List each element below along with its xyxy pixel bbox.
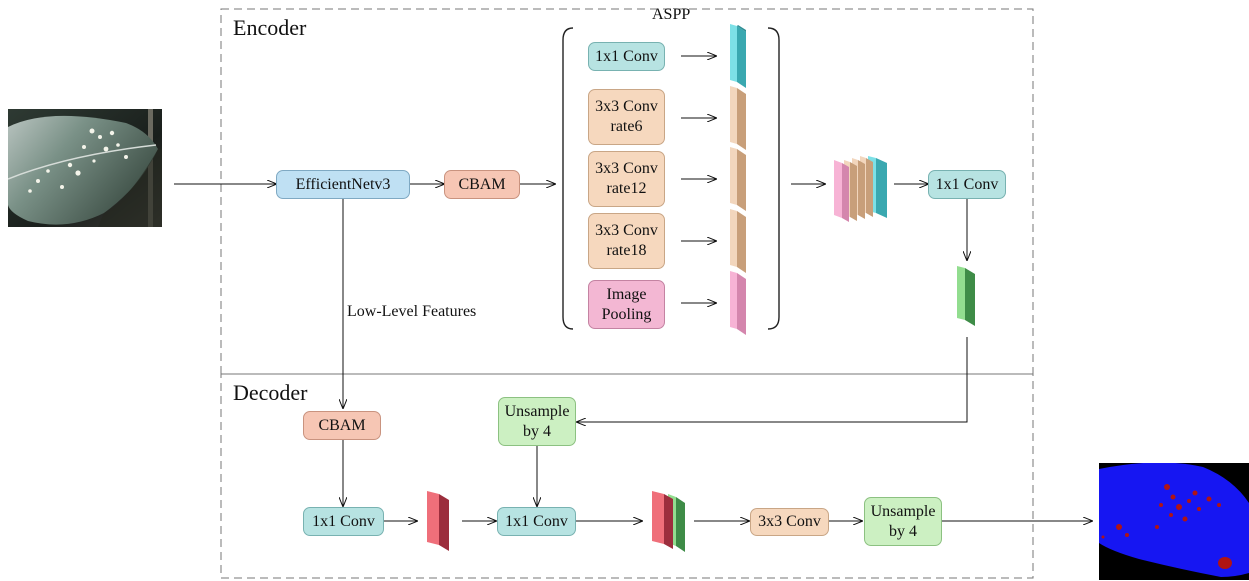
low-level-feature-map xyxy=(427,491,449,551)
decoder-frame xyxy=(220,373,1034,579)
aspp-pooling-label: Image Pooling xyxy=(601,285,652,323)
arrow-encoder-to-upsample xyxy=(577,337,968,422)
fuse-conv1x1-block: 1x1 Conv xyxy=(928,170,1006,199)
feature-map-rate12 xyxy=(730,147,746,211)
encoder-cbam-block: CBAM xyxy=(444,170,520,199)
aspp-title: ASPP xyxy=(652,6,691,23)
concat-feature-stack xyxy=(834,156,887,222)
fuse-conv1x1-label: 1x1 Conv xyxy=(935,175,999,193)
decoder-conv3x3-block: 3x3 Conv xyxy=(750,508,829,536)
decoder-mid-conv1x1-block: 1x1 Conv xyxy=(497,507,576,536)
decoder-low-conv1x1-label: 1x1 Conv xyxy=(312,512,375,530)
aspp-right-brace xyxy=(767,27,780,330)
encoder-title: Encoder xyxy=(233,15,307,40)
decoder-conv3x3-label: 3x3 Conv xyxy=(758,513,821,530)
decoder-low-conv1x1-block: 1x1 Conv xyxy=(303,507,384,536)
aspp-conv1x1-label: 1x1 Conv xyxy=(595,47,658,65)
upsample-a-label: Unsample by 4 xyxy=(504,402,570,440)
aspp-rate18-block: 3x3 Conv rate18 xyxy=(588,213,665,269)
segmentation-mask xyxy=(1099,463,1249,580)
aspp-pooling-block: Image Pooling xyxy=(588,280,665,329)
decoder-concat-feature-map xyxy=(652,491,685,552)
decoder-title: Decoder xyxy=(233,380,308,405)
aspp-left-brace xyxy=(562,27,574,330)
aspp-rate12-block: 3x3 Conv rate12 xyxy=(588,151,665,207)
encoder-cbam-label: CBAM xyxy=(458,175,506,193)
encoder-output-feature-map xyxy=(957,266,975,326)
upsample-b-label: Unsample by 4 xyxy=(870,502,936,540)
decoder-cbam-block: CBAM xyxy=(303,411,381,440)
feature-map-rate18 xyxy=(730,209,746,273)
feature-map-rate6 xyxy=(730,86,746,150)
aspp-conv1x1-block: 1x1 Conv xyxy=(588,42,665,71)
upsample-block-b: Unsample by 4 xyxy=(864,497,942,546)
decoder-mid-conv1x1-label: 1x1 Conv xyxy=(505,512,568,530)
upsample-block-a: Unsample by 4 xyxy=(498,397,576,446)
backbone-block: EfficientNetv3 xyxy=(276,170,410,199)
aspp-rate6-label: 3x3 Conv rate6 xyxy=(595,98,658,135)
aspp-rate12-label: 3x3 Conv rate12 xyxy=(595,160,658,197)
backbone-label: EfficientNetv3 xyxy=(295,175,391,193)
encoder-frame xyxy=(220,8,1034,375)
input-leaf-photo xyxy=(8,109,162,227)
low-level-features-label: Low-Level Features xyxy=(347,303,477,320)
aspp-rate6-block: 3x3 Conv rate6 xyxy=(588,89,665,145)
feature-map-1x1 xyxy=(730,24,746,88)
decoder-cbam-label: CBAM xyxy=(318,416,366,434)
feature-map-pooling xyxy=(730,271,746,335)
aspp-rate18-label: 3x3 Conv rate18 xyxy=(595,222,658,259)
